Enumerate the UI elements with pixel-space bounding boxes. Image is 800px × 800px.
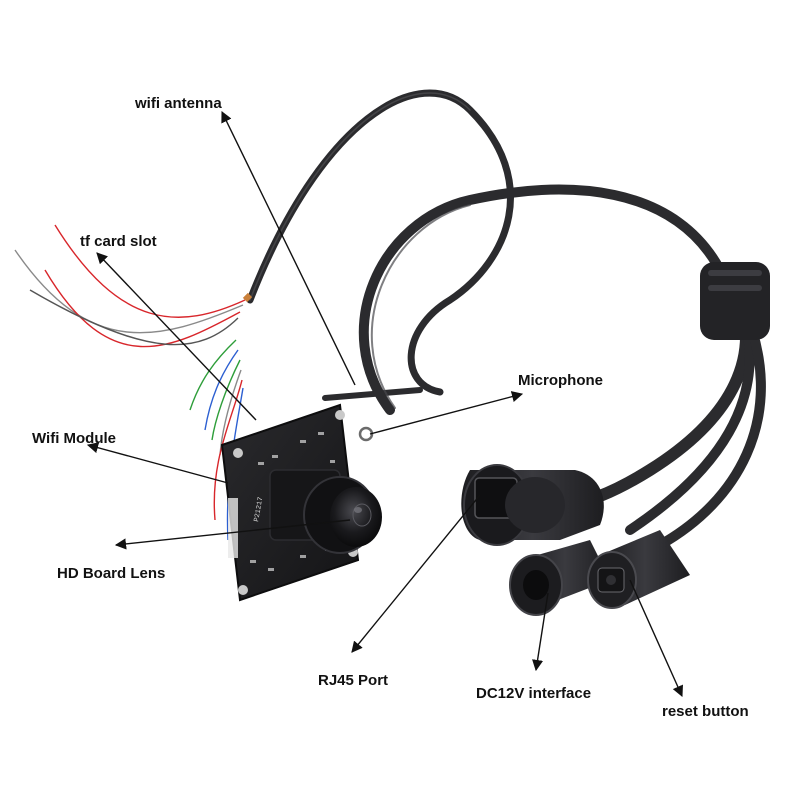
label-rj45-port: RJ45 Port [318, 672, 389, 689]
leader-tf-card-slot [96, 252, 257, 421]
leader-reset-button [629, 579, 683, 698]
label-hd-board-lens: HD Board Lens [57, 565, 166, 582]
leader-rj45-port [351, 494, 481, 653]
cable-splitter [700, 262, 770, 340]
dc-jack [509, 540, 610, 616]
main-cable [358, 184, 766, 550]
label-microphone: Microphone [518, 372, 603, 389]
leader-hd-board-lens [114, 519, 351, 550]
label-dc12v-interface: DC12V interface [476, 685, 592, 702]
wifi-antenna-cable [242, 89, 514, 401]
leader-microphone [369, 391, 524, 435]
label-wifi-antenna: wifi antenna [135, 95, 222, 112]
leader-lines [86, 110, 683, 698]
camera-board: P21217 [220, 403, 382, 602]
leader-dc12v-interface [532, 592, 549, 672]
rj45-connector [461, 464, 604, 546]
leader-wifi-antenna [221, 110, 356, 386]
label-reset-button: reset button [662, 703, 749, 720]
leader-wifi-module [86, 442, 229, 484]
reset-button-housing [587, 530, 690, 609]
label-tf-card-slot: tf card slot [80, 233, 157, 250]
label-wifi-module: Wifi Module [32, 430, 117, 447]
loose-wires [14, 224, 246, 541]
